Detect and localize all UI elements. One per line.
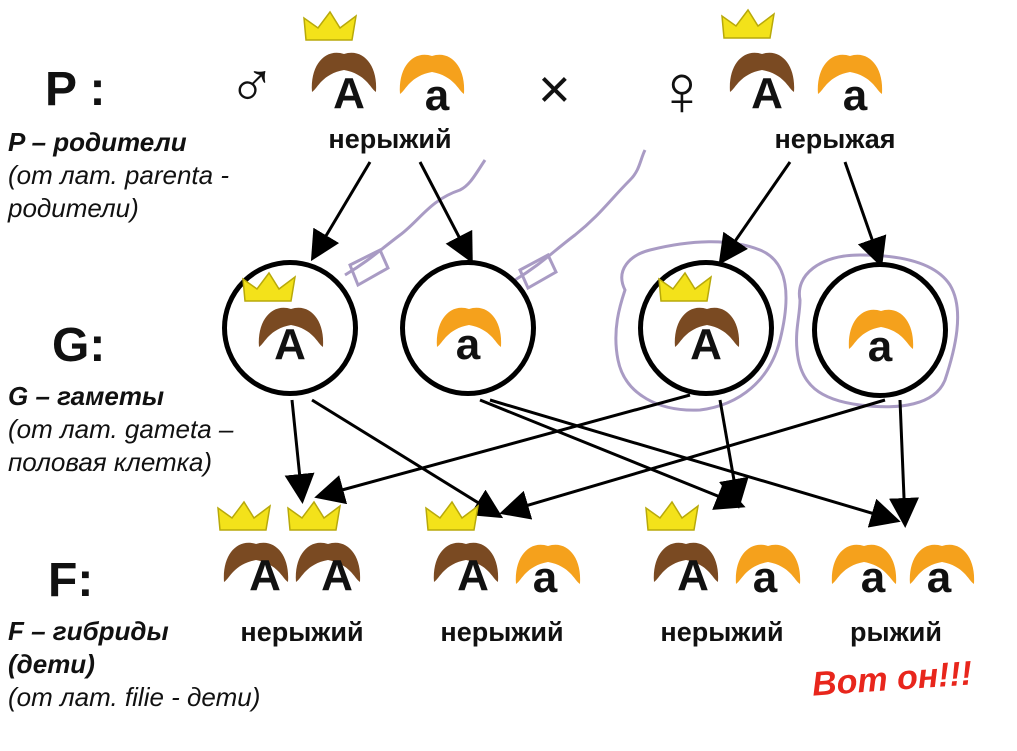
crown-icon bbox=[645, 500, 700, 531]
allele-letter: A bbox=[690, 320, 722, 369]
note-offspring-line2: (дети) bbox=[8, 649, 95, 679]
dominant-hair-icon bbox=[258, 307, 324, 347]
crown-icon bbox=[303, 10, 358, 41]
allele-letter: a bbox=[860, 553, 886, 602]
allele-letter: A bbox=[249, 551, 281, 600]
gamete-circle: a bbox=[812, 262, 948, 398]
recessive-hair-icon bbox=[735, 544, 801, 584]
offspring-phenotype: нерыжий bbox=[660, 617, 784, 647]
crown-icon bbox=[425, 500, 480, 531]
gamete-circle: A bbox=[222, 260, 358, 396]
offspring-genotype: A a bbox=[640, 498, 820, 608]
female-phenotype: нерыжая bbox=[774, 124, 896, 154]
allele-letter: a bbox=[926, 553, 952, 602]
allele-letter: A bbox=[751, 69, 783, 118]
allele-letter: A bbox=[457, 551, 489, 600]
recessive-hair-icon bbox=[817, 54, 883, 94]
allele-letter: a bbox=[842, 71, 868, 120]
note-gametes: G – гаметы (от лат. gameta – половая кле… bbox=[8, 380, 233, 479]
allele-letter: a bbox=[532, 553, 558, 602]
dominant-hair-icon bbox=[433, 542, 499, 582]
male-phenotype: нерыжий bbox=[328, 124, 452, 154]
gamete-circle: a bbox=[400, 260, 536, 396]
gamete-circle: A bbox=[638, 260, 774, 396]
offspring-genotype: A A bbox=[212, 498, 392, 608]
row-label-gametes: G: bbox=[52, 319, 106, 372]
recessive-hair-icon bbox=[515, 544, 581, 584]
note-parents: P – родители (от лат. parenta - родители… bbox=[8, 126, 229, 225]
recessive-hair-icon bbox=[848, 309, 914, 349]
note-parents-line2: (от лат. parenta - bbox=[8, 160, 229, 190]
crown-icon bbox=[217, 500, 272, 531]
crown-icon bbox=[287, 500, 342, 531]
note-offspring-line3: (от лат. filie - дети) bbox=[8, 682, 261, 712]
male-symbol-icon: ♂ bbox=[228, 49, 276, 121]
cross-symbol-icon: × bbox=[538, 57, 571, 120]
dominant-hair-icon bbox=[729, 52, 795, 92]
note-gametes-line3: половая клетка) bbox=[8, 447, 213, 477]
dominant-hair-icon bbox=[295, 542, 361, 582]
female-genotype: A a bbox=[718, 8, 918, 118]
inheritance-arrows bbox=[284, 161, 920, 528]
offspring-genotype: A a bbox=[420, 498, 600, 608]
crown-icon bbox=[242, 271, 297, 302]
allele-letter: A bbox=[333, 69, 365, 118]
dominant-hair-icon bbox=[653, 542, 719, 582]
note-offspring-title: F – гибриды bbox=[8, 616, 169, 646]
allele-letter: a bbox=[752, 553, 778, 602]
female-symbol-icon: ♀ bbox=[655, 51, 709, 131]
recessive-hair-icon bbox=[831, 544, 897, 584]
note-parents-title: P – родители bbox=[8, 127, 187, 157]
allele-letter: A bbox=[321, 551, 353, 600]
recessive-hair-icon bbox=[399, 54, 465, 94]
crown-icon bbox=[721, 8, 776, 39]
offspring-genotype: a a bbox=[822, 498, 1002, 608]
allele-letter: a bbox=[867, 322, 893, 371]
dominant-hair-icon bbox=[223, 542, 289, 582]
recessive-hair-icon bbox=[909, 544, 975, 584]
male-genotype: A a bbox=[300, 10, 500, 120]
recessive-hair-icon bbox=[436, 307, 502, 347]
offspring-phenotype: нерыжий bbox=[440, 617, 564, 647]
offspring-phenotype: рыжий bbox=[850, 617, 942, 647]
allele-letter: a bbox=[455, 320, 481, 369]
row-label-parents: P : bbox=[45, 63, 106, 116]
note-gametes-line2: (от лат. gameta – bbox=[8, 414, 234, 444]
crown-icon bbox=[658, 271, 713, 302]
dominant-hair-icon bbox=[311, 52, 377, 92]
note-parents-line3: родители) bbox=[8, 193, 139, 223]
offspring-phenotype: нерыжий bbox=[240, 617, 364, 647]
note-offspring: F – гибриды (дети) (от лат. filie - дети… bbox=[8, 615, 260, 714]
dominant-hair-icon bbox=[674, 307, 740, 347]
row-label-offspring: F: bbox=[48, 554, 94, 607]
allele-letter: a bbox=[424, 71, 450, 120]
allele-letter: A bbox=[677, 551, 709, 600]
allele-letter: A bbox=[274, 320, 306, 369]
note-gametes-title: G – гаметы bbox=[8, 381, 165, 411]
